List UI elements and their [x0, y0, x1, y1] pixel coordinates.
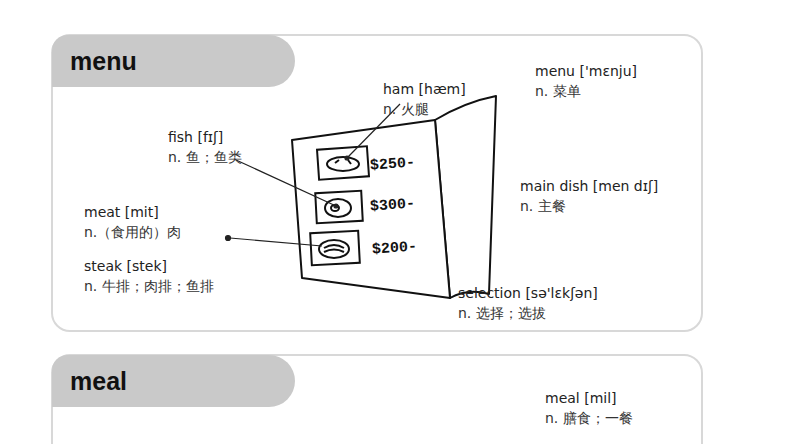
definition-text: n. 鱼；鱼类 [168, 148, 242, 166]
headword-text: ham [hæm] [383, 80, 466, 98]
headword-text: fish [fɪʃ] [168, 128, 223, 146]
headword-text: menu ['mɛnju] [535, 62, 637, 80]
price-text: $300- [369, 195, 415, 216]
headword-text: meat [mit] [84, 203, 159, 221]
headword-text: selection [sə'lɛkʃən] [458, 284, 598, 302]
heading-word: menu [52, 35, 295, 76]
heading-tab: meal [52, 355, 295, 407]
definition-text: n.（食用的）肉 [84, 223, 181, 241]
heading-word: meal [52, 355, 295, 396]
leader-lines [226, 104, 401, 246]
card-outline [52, 35, 702, 331]
price-text: $250- [369, 154, 415, 175]
price-text: $200- [371, 238, 417, 259]
definition-text: n. 火腿 [383, 100, 429, 118]
headword-text: meal [mil] [545, 389, 617, 407]
headword-text: steak [stek] [84, 257, 167, 275]
definition-text: n. 主餐 [520, 197, 566, 215]
headword-text: main dish [men dɪʃ] [520, 177, 658, 195]
definition-text: n. 牛排；肉排；鱼排 [84, 277, 214, 295]
definition-text: n. 选择；选拔 [458, 304, 546, 322]
definition-text: n. 膳食；一餐 [545, 409, 633, 427]
card-outline [52, 355, 702, 444]
heading-tab: menu [52, 35, 295, 87]
food-pictures [310, 146, 369, 265]
menu-booklet [292, 96, 496, 298]
definition-text: n. 菜单 [535, 82, 581, 100]
